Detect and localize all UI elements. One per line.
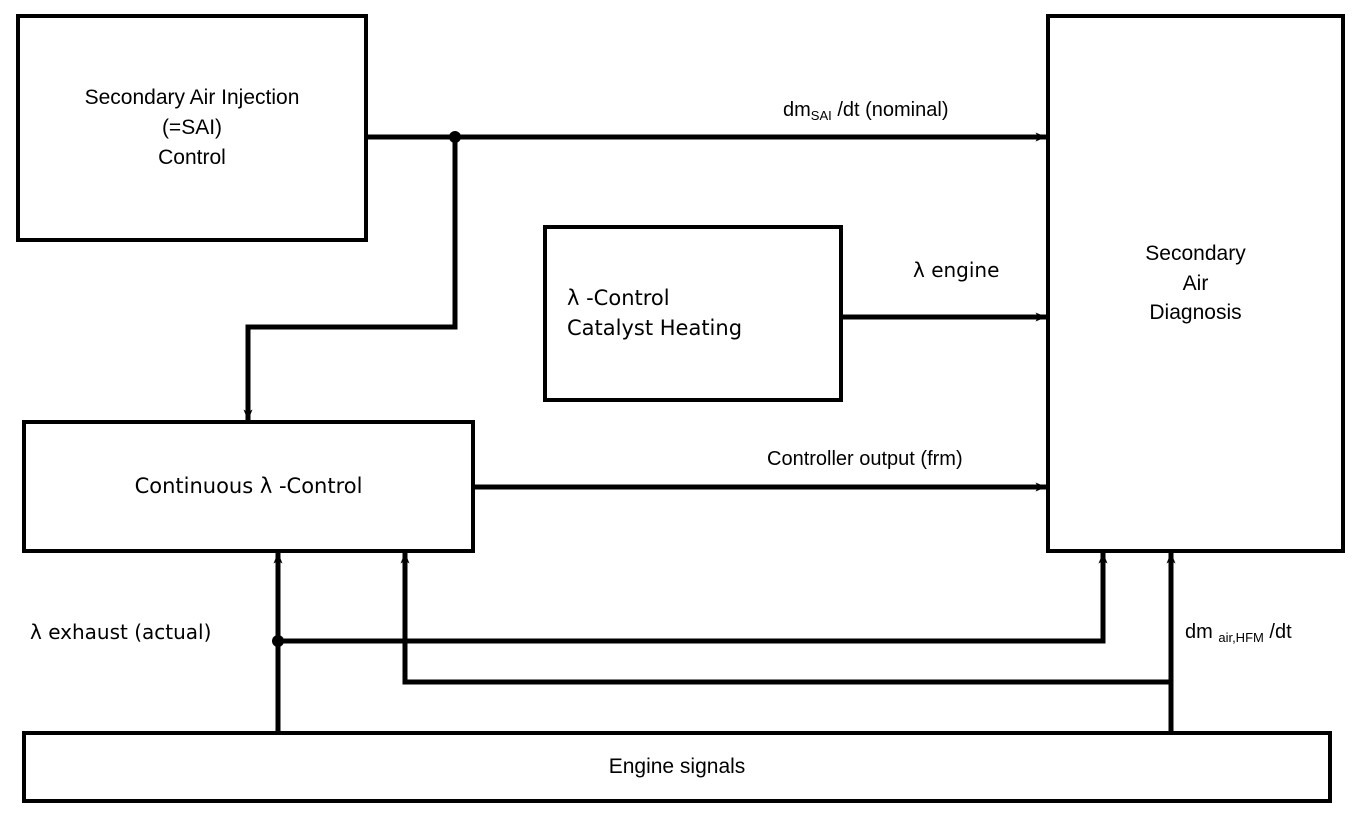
block-sai-control[interactable]: Secondary Air Injection (=SAI) Control — [16, 14, 368, 242]
block-continuous-lambda-control-label: Continuous λ -Control — [135, 472, 363, 502]
signal-label-lambda-engine: λ engine — [913, 260, 999, 280]
wire-lambda-exhaust-to-diagnosis — [278, 553, 1103, 641]
wire-hfm-to-continuous — [405, 553, 1171, 682]
block-engine-signals[interactable]: Engine signals — [22, 731, 1332, 803]
block-lambda-catalyst-heating[interactable]: λ -Control Catalyst Heating — [543, 225, 843, 402]
block-sai-control-label: Secondary Air Injection (=SAI) Control — [85, 83, 300, 172]
block-continuous-lambda-control[interactable]: Continuous λ -Control — [22, 420, 475, 553]
junction-dot-sai — [449, 131, 461, 143]
block-engine-signals-label: Engine signals — [609, 752, 746, 782]
signal-label-dm-air-hfm: dm air,HFM /dt — [1185, 622, 1292, 642]
block-secondary-air-diagnosis-label: Secondary Air Diagnosis — [1145, 239, 1245, 328]
block-secondary-air-diagnosis[interactable]: Secondary Air Diagnosis — [1046, 14, 1345, 553]
signal-label-lambda-exhaust: λ exhaust (actual) — [30, 622, 211, 642]
signal-label-dm-sai: dmSAI /dt (nominal) — [783, 100, 948, 120]
block-lambda-catalyst-heating-label: λ -Control Catalyst Heating — [547, 284, 742, 344]
signal-label-controller-output: Controller output (frm) — [767, 449, 963, 469]
junction-dot-lambda-exhaust — [272, 635, 284, 647]
